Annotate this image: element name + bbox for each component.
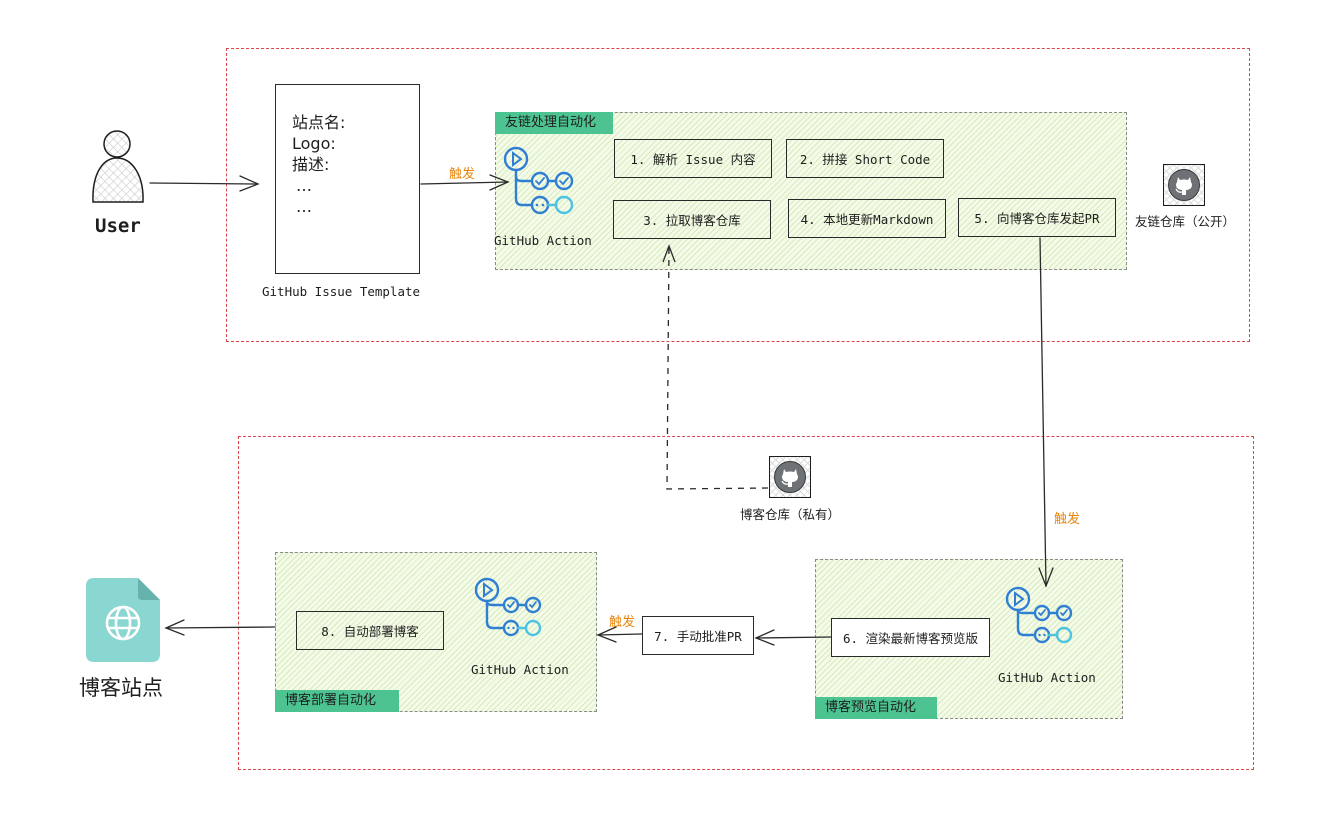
github-action-label: GitHub Action [998, 670, 1096, 685]
repo-friend-link [1163, 164, 1205, 206]
group-label: 友链处理自动化 [495, 112, 613, 134]
group-label: 博客部署自动化 [275, 690, 399, 712]
step-render-preview: 6. 渲染最新博客预览版 [831, 618, 990, 657]
blog-site-label: 博客站点 [79, 676, 163, 700]
user-label: User [95, 215, 141, 237]
github-action-icon [1004, 585, 1084, 659]
template-line-desc: 描述: [292, 155, 330, 174]
group-friend-link-automation [495, 112, 1127, 270]
step-pull-blog-repo: 3. 拉取博客仓库 [613, 200, 771, 239]
repo-blog-label: 博客仓库（私有） [740, 507, 841, 522]
group-blog-deploy-automation [275, 552, 597, 712]
step-parse-issue: 1. 解析 Issue 内容 [614, 139, 772, 178]
group-label: 博客预览自动化 [815, 697, 937, 719]
arrow-head [164, 619, 185, 636]
issue-template-caption: GitHub Issue Template [262, 284, 421, 299]
github-action-label: GitHub Action [471, 662, 569, 677]
user-icon [92, 130, 144, 203]
step-update-markdown: 4. 本地更新Markdown [788, 199, 946, 238]
github-action-icon [473, 576, 553, 650]
template-line-more: … [296, 176, 312, 195]
step-build-shortcode: 2. 拼接 Short Code [786, 139, 944, 178]
issue-template-card: 站点名: Logo: 描述: … … [275, 84, 420, 274]
trigger-label: 触发 [449, 167, 476, 182]
template-line-more: … [296, 197, 312, 216]
step-manual-approve-pr: 7. 手动批准PR [642, 616, 754, 655]
repo-friend-link-label: 友链仓库（公开） [1135, 214, 1236, 229]
step-create-pr: 5. 向博客仓库发起PR [958, 198, 1116, 237]
step-deploy-blog: 8. 自动部署博客 [296, 611, 444, 650]
globe-document-icon [86, 578, 160, 662]
user-actor: User [88, 130, 158, 240]
trigger-label: 触发 [609, 615, 636, 630]
github-action-label: GitHub Action [494, 233, 592, 248]
github-action-icon [502, 145, 582, 219]
blog-site: 博客站点 [79, 578, 166, 700]
trigger-label: 触发 [1054, 512, 1081, 527]
template-line-site-name: 站点名: [292, 113, 346, 132]
github-icon [774, 461, 806, 493]
github-icon [1168, 169, 1200, 201]
repo-blog [769, 456, 811, 498]
template-line-logo: Logo: [292, 134, 336, 153]
